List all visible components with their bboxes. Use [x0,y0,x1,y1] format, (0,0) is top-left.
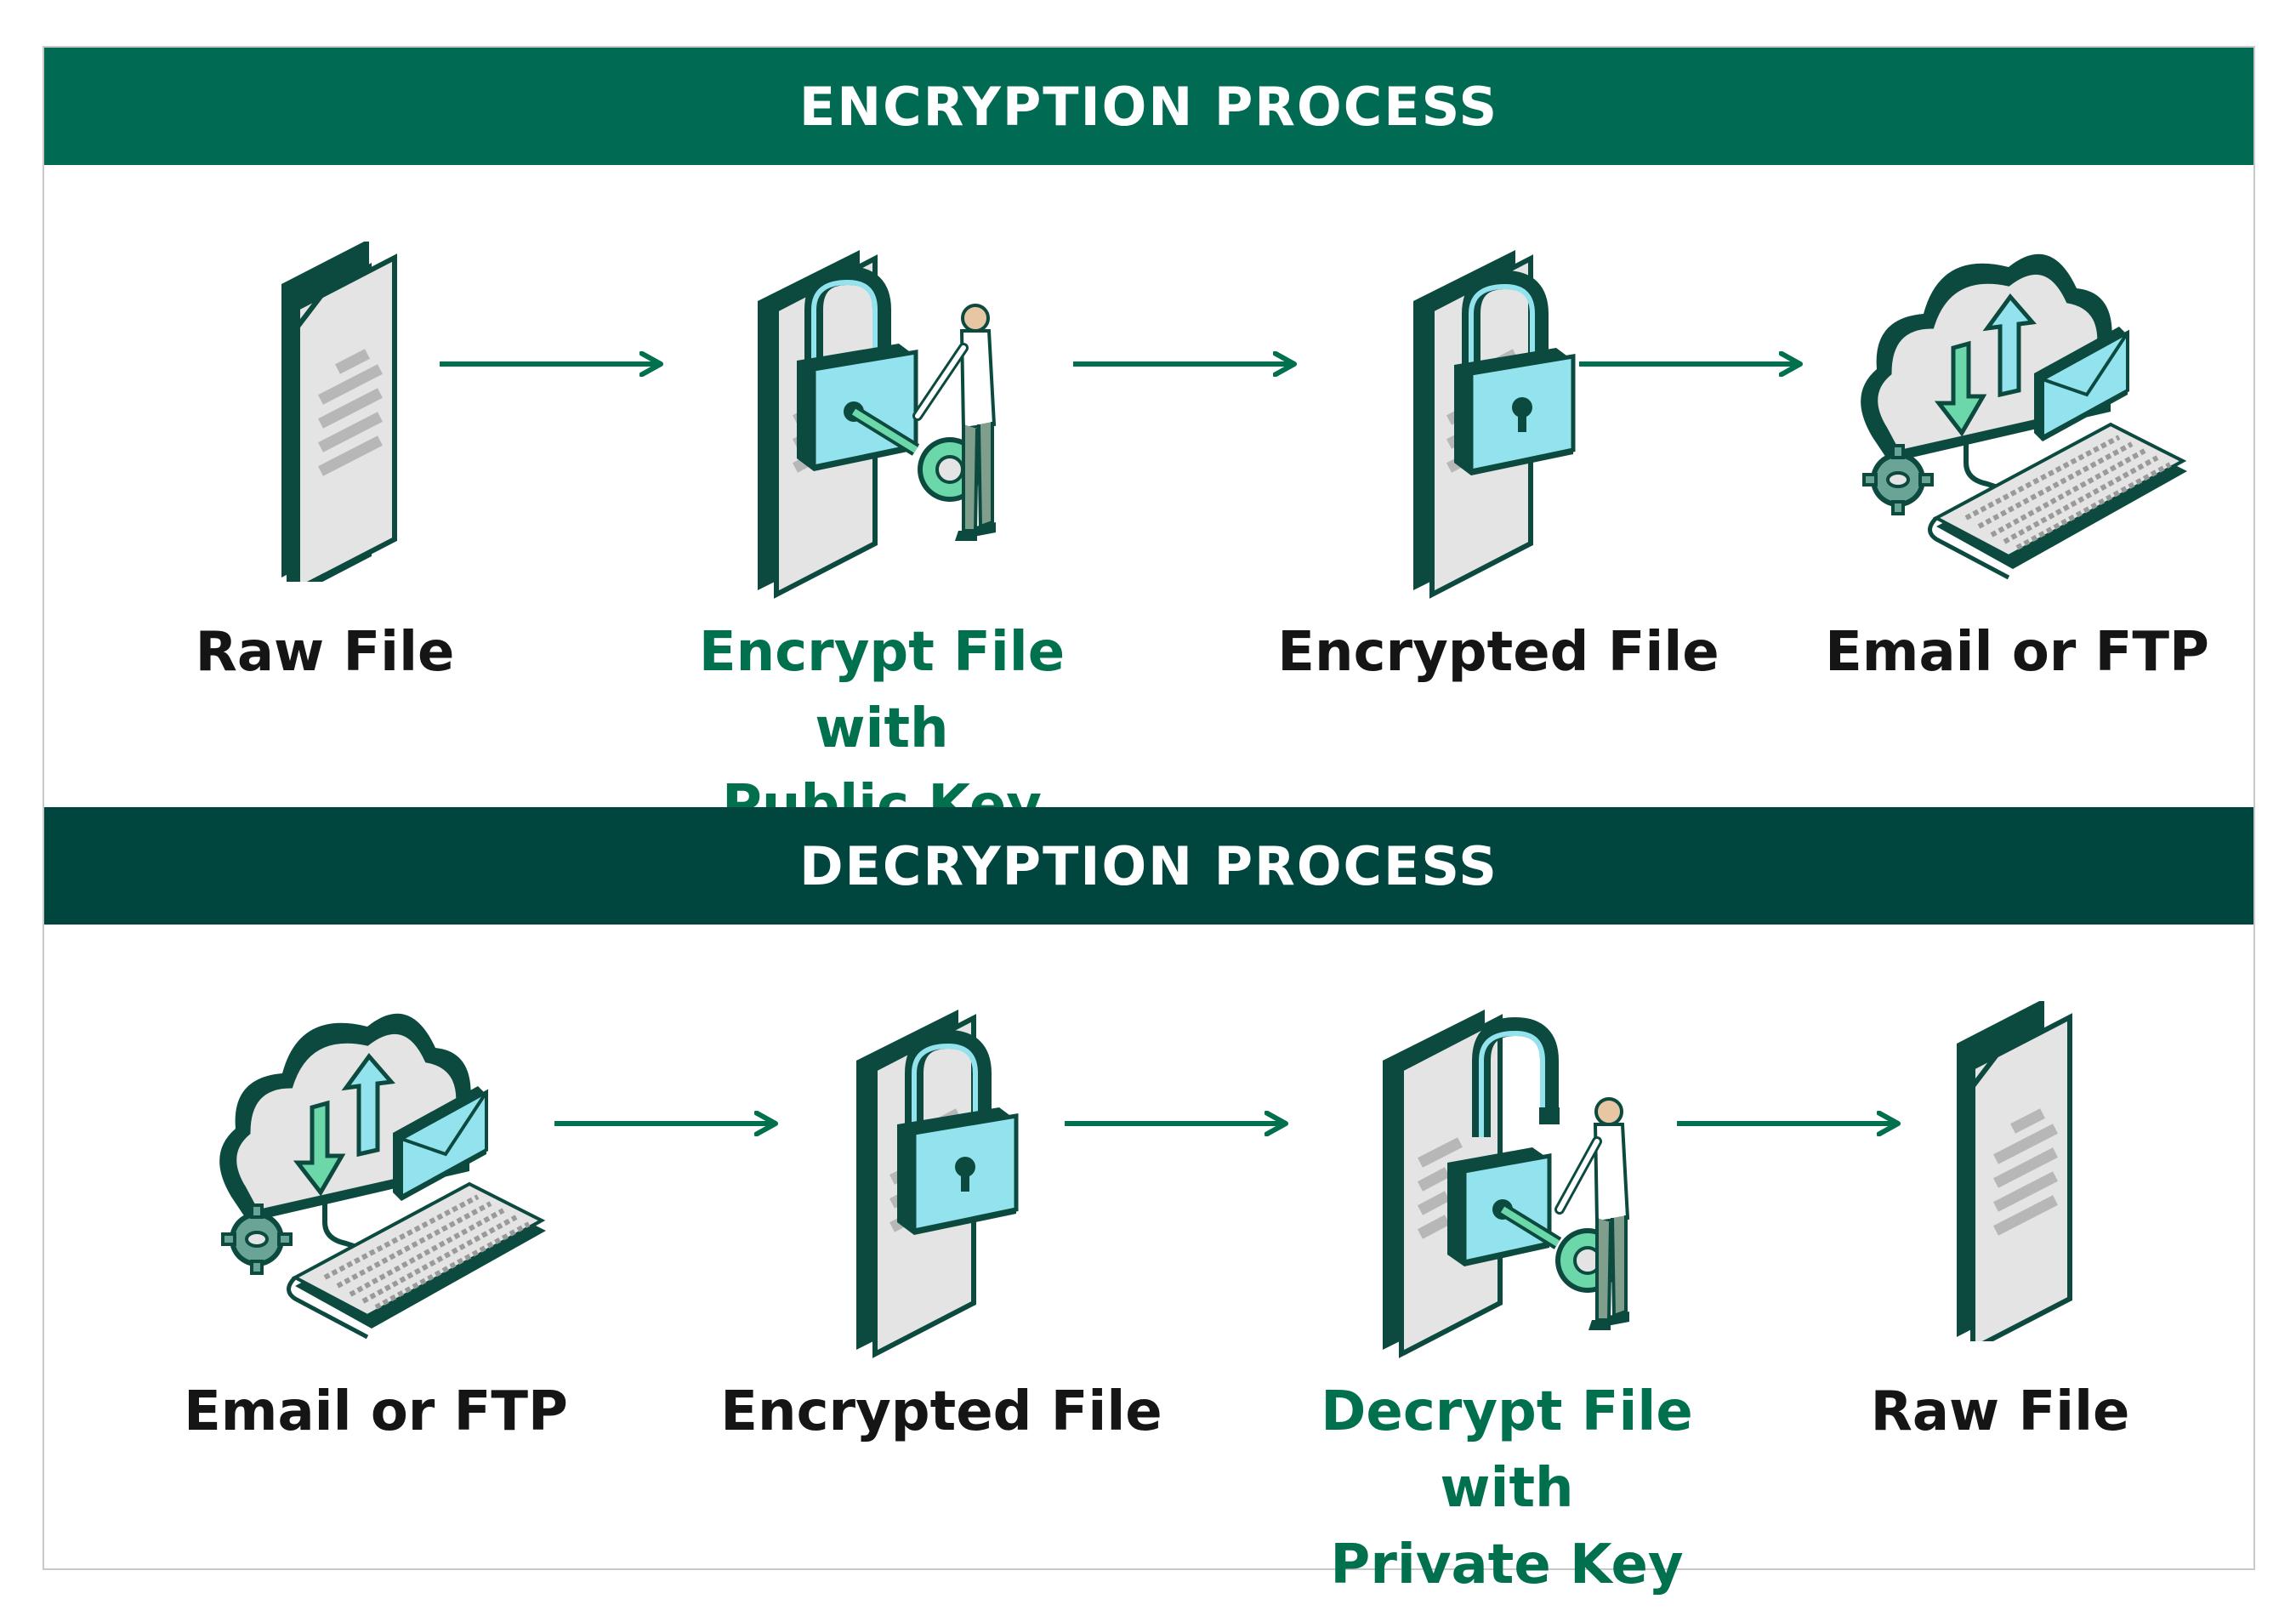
cloud-transfer-icon [1861,253,2187,580]
decryption-step-raw-file: Raw File [1745,925,2255,1562]
step-label: Encrypted File [1277,621,1719,684]
document-icon [1957,1001,2072,1341]
decryption-step-decrypt: Decrypt File with Private Key [1252,925,1762,1596]
encryption-step-encrypted-file: Encrypted File [1243,165,1753,803]
cloud-transfer-icon [219,1013,546,1340]
encryption-banner: ENCRYPTION PROCESS [44,48,2253,165]
decryption-banner: DECRYPTION PROCESS [44,807,2253,925]
encryption-step-email-ftp: Email or FTP [1762,165,2272,803]
step-label: Raw File [1870,1380,2130,1443]
decryption-step-email-ftp: Email or FTP [121,925,631,1562]
flow-arrow [1065,1107,1294,1141]
step-label: Email or FTP [184,1380,568,1443]
decryption-row: Email or FTP [44,925,2255,1596]
document-icon [281,242,397,582]
flow-arrow [1579,347,1809,381]
flow-arrow [554,1107,784,1141]
encryption-row: Raw File [44,165,2253,837]
step-label: Email or FTP [1825,621,2209,684]
step-label: Decrypt File with Private Key [1321,1380,1693,1596]
encryption-step-raw-file: Raw File [70,165,580,803]
decryption-step-encrypted-file: Encrypted File [686,925,1196,1562]
encrypt-key-icon [758,250,997,599]
flow-arrow [1677,1107,1907,1141]
encryption-step-encrypt: Encrypt File with Public Key [627,165,1137,837]
locked-document-icon [856,1010,1019,1358]
flow-arrow [440,347,669,381]
step-label: Raw File [195,621,455,684]
encryption-title: ENCRYPTION PROCESS [798,75,1499,138]
decryption-title: DECRYPTION PROCESS [799,834,1498,897]
step-label: Encrypted File [720,1380,1162,1443]
flow-arrow [1073,347,1303,381]
diagram-frame: ENCRYPTION PROCESS Raw File [43,46,2255,1596]
locked-document-icon [1413,250,1576,599]
decrypt-key-icon [1383,1010,1630,1358]
